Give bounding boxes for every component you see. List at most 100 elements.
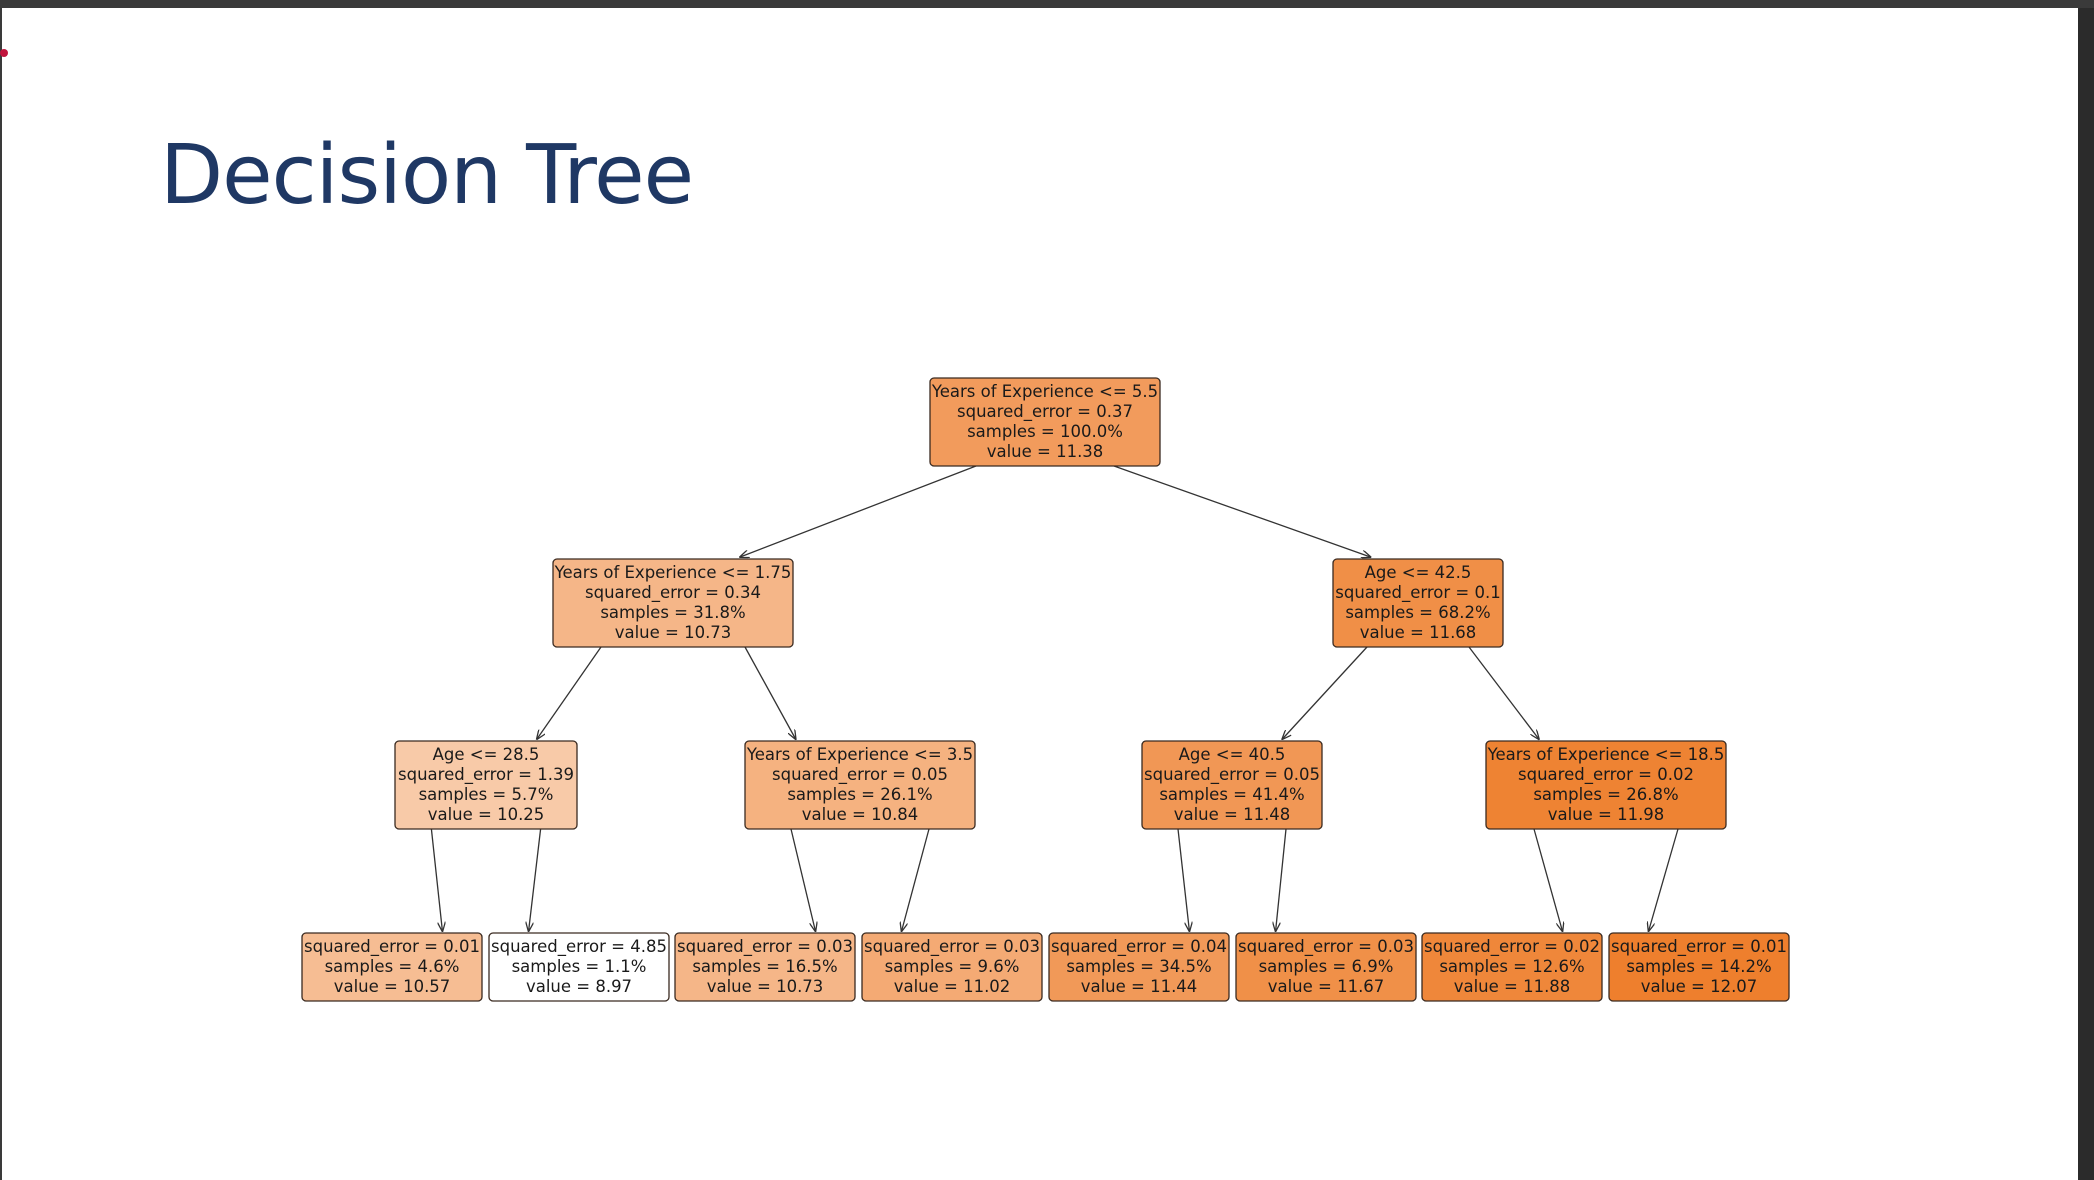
split-node-root: Years of Experience <= 5.5squared_error … [929, 377, 1161, 467]
node-text-line: squared_error = 0.03 [864, 937, 1040, 957]
node-box [488, 932, 670, 1002]
node-text-line: value = 11.67 [1268, 977, 1385, 996]
node-text-line: squared_error = 0.02 [1518, 765, 1694, 785]
node-text-line: Age <= 28.5 [433, 745, 540, 764]
tree-edge-n3-l2 [529, 828, 542, 931]
node-text-line: Age <= 42.5 [1365, 563, 1472, 582]
node-text-line: value = 11.68 [1360, 623, 1477, 642]
node-text-line: squared_error = 0.04 [1051, 937, 1227, 957]
right-edge-panel [2078, 8, 2094, 1180]
tree-edge-n4-l3 [790, 828, 815, 931]
tree-edge-n5-l6 [1276, 828, 1287, 931]
node-text-line: squared_error = 0.01 [304, 937, 480, 957]
split-node-n1: Years of Experience <= 1.75squared_error… [552, 558, 794, 648]
node-text-line: samples = 41.4% [1159, 785, 1304, 804]
tree-edge-n1-n4 [744, 646, 796, 739]
node-text-line: samples = 26.1% [787, 785, 932, 804]
node-text-line: samples = 5.7% [419, 785, 554, 804]
node-text-line: value = 12.07 [1641, 977, 1758, 996]
node-text-line: squared_error = 0.03 [1238, 937, 1414, 957]
node-text-line: value = 10.25 [428, 805, 545, 824]
slide-title: Decision Tree [160, 128, 694, 223]
node-text-line: squared_error = 0.05 [772, 765, 948, 785]
node-text-line: Years of Experience <= 1.75 [554, 563, 792, 582]
node-text-line: samples = 16.5% [692, 957, 837, 976]
node-text-line: squared_error = 0.01 [1611, 937, 1787, 957]
node-text-line: value = 10.57 [334, 977, 451, 996]
node-box [674, 932, 856, 1002]
node-text-line: value = 11.38 [987, 442, 1104, 461]
node-text-line: value = 11.98 [1548, 805, 1665, 824]
node-text-line: samples = 68.2% [1345, 603, 1490, 622]
node-text-line: Years of Experience <= 3.5 [746, 745, 973, 764]
tree-edge-n3-l1 [430, 828, 442, 931]
node-text-line: value = 11.02 [894, 977, 1011, 996]
node-text-line: squared_error = 0.37 [957, 402, 1133, 422]
node-box [1332, 558, 1504, 648]
node-box [301, 932, 483, 1002]
node-text-line: squared_error = 0.34 [585, 583, 761, 603]
node-text-line: samples = 12.6% [1439, 957, 1584, 976]
tree-edge-n5-l5 [1177, 828, 1189, 931]
tree-edge-n4-l4 [902, 828, 930, 931]
node-box [394, 740, 578, 830]
tree-edge-n6-l8 [1649, 828, 1679, 931]
node-text-line: value = 10.84 [802, 805, 919, 824]
node-text-line: Years of Experience <= 5.5 [931, 382, 1158, 401]
node-text-line: samples = 14.2% [1626, 957, 1771, 976]
tree-edge-root-n1 [740, 465, 977, 557]
node-text-line: samples = 31.8% [600, 603, 745, 622]
node-text-line: squared_error = 1.39 [398, 765, 574, 785]
node-text-line: samples = 34.5% [1066, 957, 1211, 976]
node-text-line: samples = 6.9% [1259, 957, 1394, 976]
tree-edge-n6-l7 [1533, 828, 1562, 931]
node-text-line: value = 10.73 [707, 977, 824, 996]
node-text-line: value = 10.73 [615, 623, 732, 642]
tree-edge-root-n2 [1113, 465, 1370, 557]
node-text-line: squared_error = 0.03 [677, 937, 853, 957]
tree-edge-n2-n6 [1468, 646, 1539, 739]
node-box [1141, 740, 1323, 830]
node-text-line: value = 8.97 [526, 977, 632, 996]
split-node-n6: Years of Experience <= 18.5squared_error… [1485, 740, 1727, 830]
node-text-line: squared_error = 0.05 [1144, 765, 1320, 785]
node-text-line: samples = 26.8% [1533, 785, 1678, 804]
tree-edge-n1-n3 [537, 646, 602, 739]
node-text-line: value = 11.88 [1454, 977, 1571, 996]
node-text-line: value = 11.44 [1081, 977, 1198, 996]
node-box [1048, 932, 1230, 1002]
tree-edge-n2-n5 [1282, 646, 1368, 739]
node-text-line: value = 11.48 [1174, 805, 1291, 824]
node-text-line: squared_error = 4.85 [491, 937, 667, 957]
node-box [1608, 932, 1790, 1002]
split-node-n4: Years of Experience <= 3.5squared_error … [744, 740, 976, 830]
node-text-line: squared_error = 0.02 [1424, 937, 1600, 957]
node-box [929, 377, 1161, 467]
node-box [744, 740, 976, 830]
node-text-line: Years of Experience <= 18.5 [1487, 745, 1725, 764]
node-box [1485, 740, 1727, 830]
node-text-line: samples = 9.6% [885, 957, 1020, 976]
node-box [861, 932, 1043, 1002]
node-text-line: Age <= 40.5 [1179, 745, 1286, 764]
pointer-dot-icon [0, 49, 8, 57]
node-box [1235, 932, 1417, 1002]
node-text-line: samples = 100.0% [967, 422, 1123, 441]
window-top-bar [0, 0, 2094, 8]
node-text-line: samples = 4.6% [325, 957, 460, 976]
node-box [552, 558, 794, 648]
node-box [1421, 932, 1603, 1002]
